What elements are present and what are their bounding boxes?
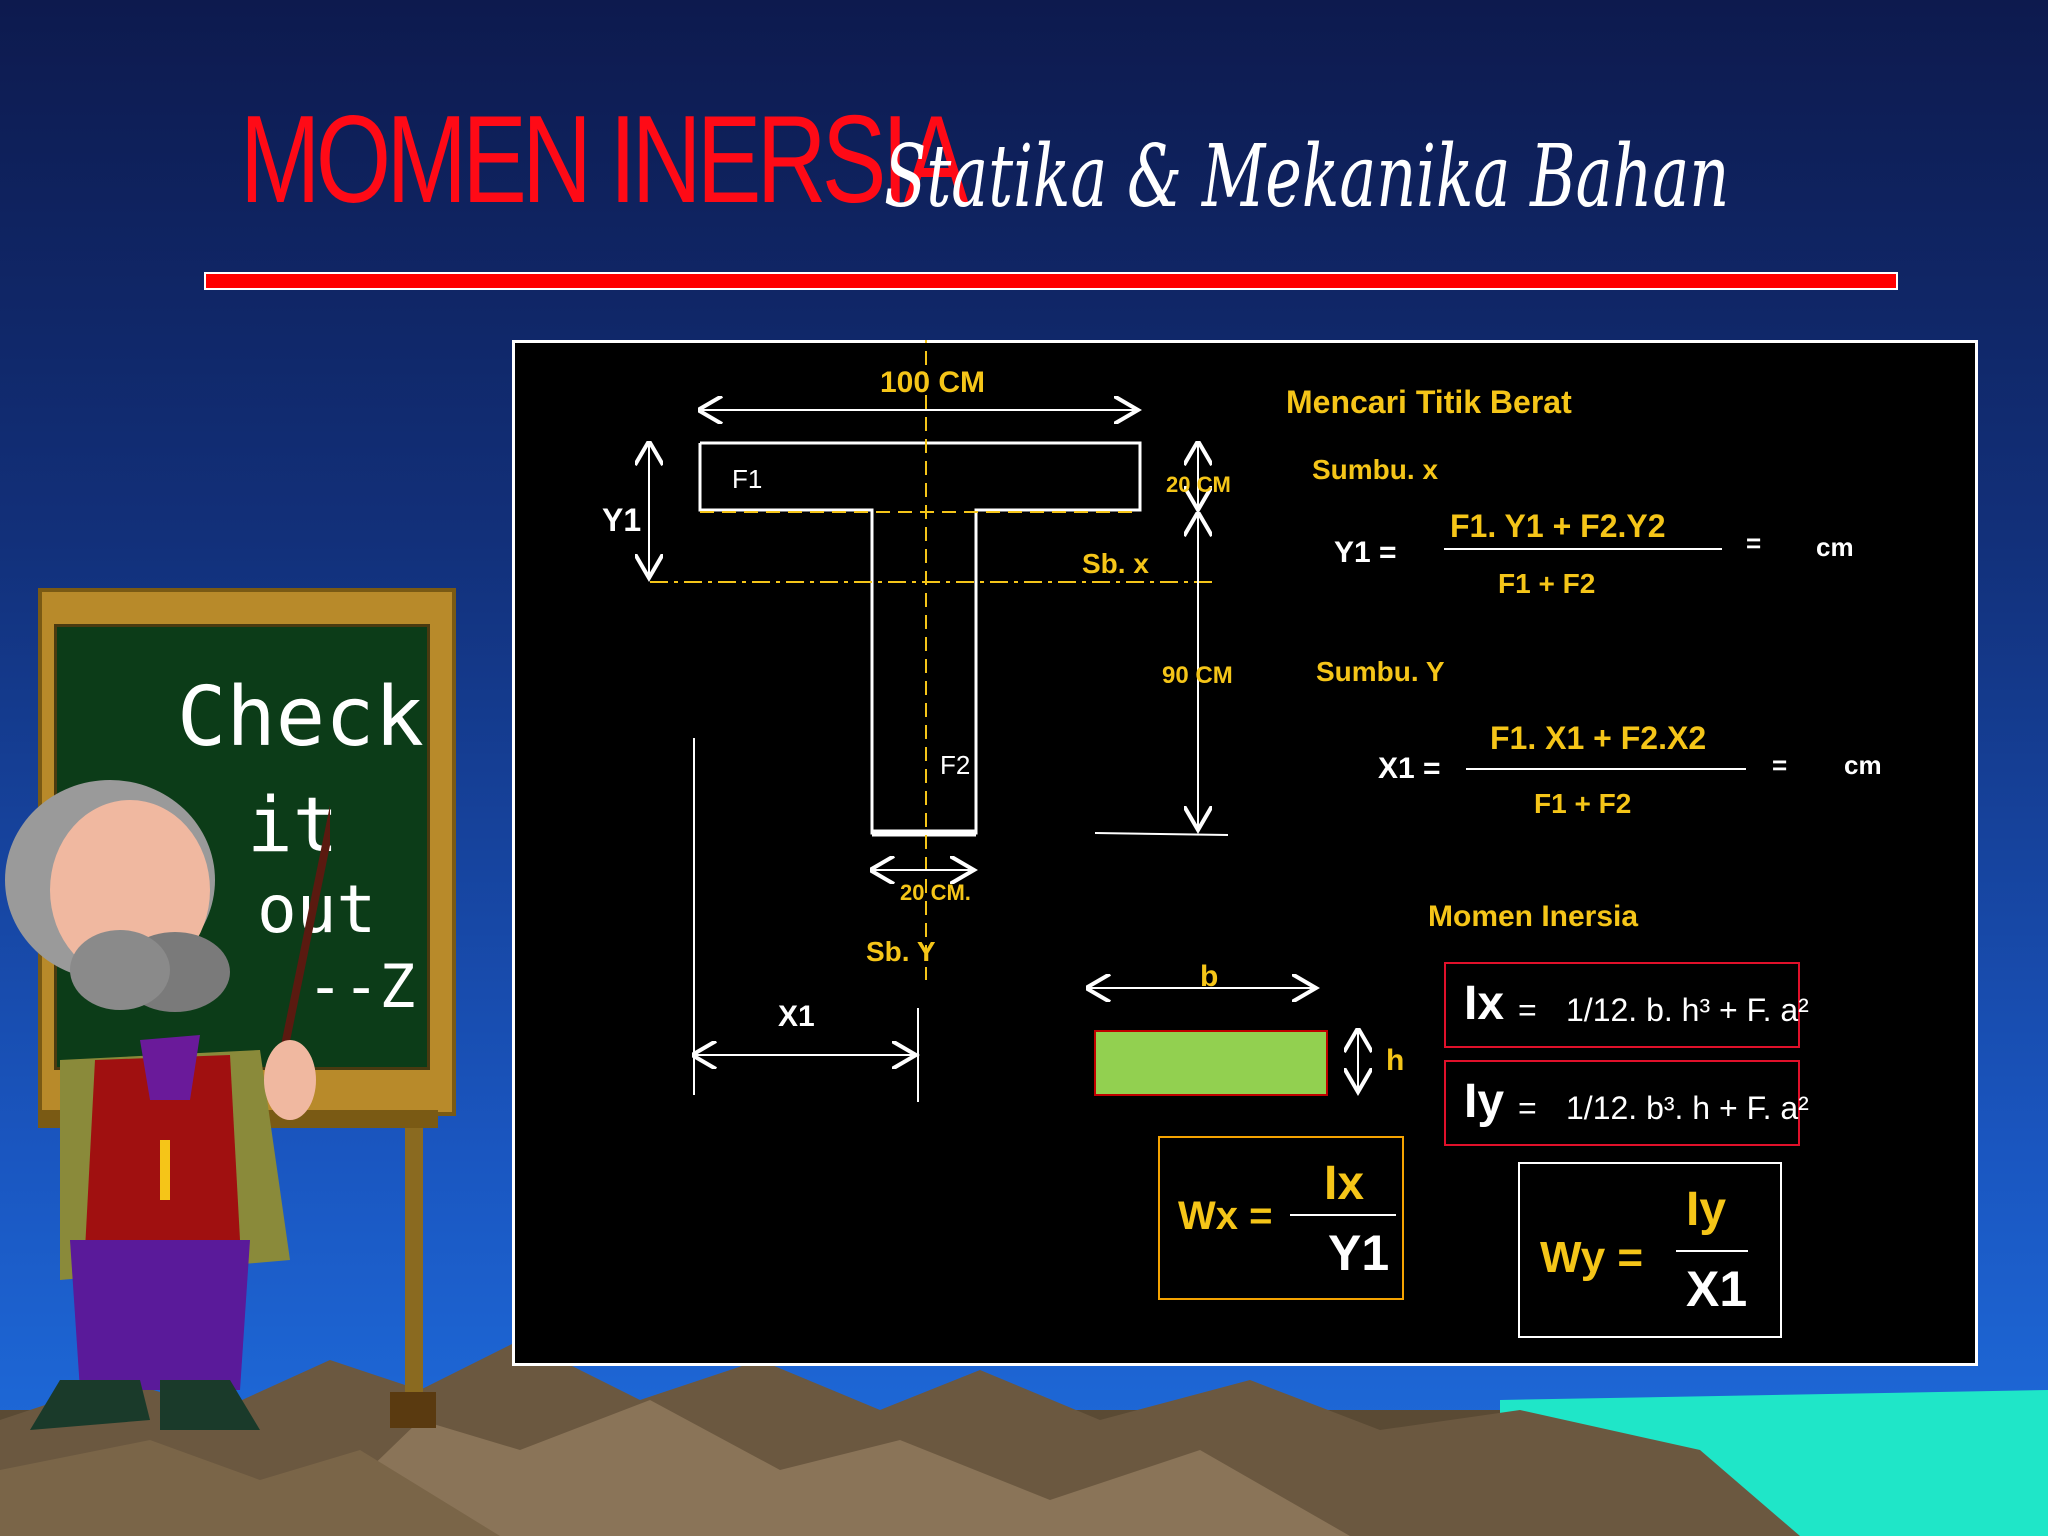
wx-fraction-bar <box>1290 1214 1396 1216</box>
f2-label: F2 <box>940 750 971 780</box>
wy-fraction-bar <box>1676 1250 1748 1252</box>
page-title: MOMEN INERSIA <box>240 91 968 229</box>
x1-unit: cm <box>1844 750 1882 780</box>
axis-y-label: Sumbu. Y <box>1316 656 1445 687</box>
wy-denominator: X1 <box>1686 1261 1748 1317</box>
f1-label: F1 <box>732 464 763 494</box>
t-section-diagram <box>512 340 1972 1102</box>
wy-formula-box <box>1518 1162 1782 1338</box>
wx-formula-box <box>1158 1136 1404 1300</box>
page-subtitle: Statika & Mekanika Bahan <box>884 127 1730 227</box>
chalkboard-leg <box>405 1128 423 1428</box>
professor-illustration <box>5 780 330 1430</box>
flange-thickness-label: 20 CM <box>1166 472 1231 497</box>
sbx-label: Sb. x <box>1082 548 1149 579</box>
x1-dimension-label: X1 <box>778 1000 815 1033</box>
b-label: b <box>1200 960 1219 993</box>
ix-formula-box <box>1444 962 1800 1048</box>
chalkboard-foot <box>390 1392 436 1428</box>
x1-equals: = <box>1772 750 1788 780</box>
width-top-label: 100 CM <box>880 366 986 399</box>
board-text-line-1: Check <box>177 670 424 765</box>
centroid-heading: Mencari Titik Berat <box>1286 384 1572 420</box>
iy-formula: 1/12. b³. h + F. a² <box>1566 1090 1809 1126</box>
ix-symbol: Ix <box>1464 977 1505 1030</box>
wy-lhs: Wy = <box>1540 1233 1644 1282</box>
y1-fraction-bar <box>1444 548 1722 550</box>
sby-label: Sb. Y <box>866 936 936 967</box>
rectangle-section <box>1094 1030 1328 1096</box>
wx-lhs: Wx = <box>1178 1194 1273 1238</box>
ix-equals: = <box>1518 992 1537 1028</box>
axis-x-label: Sumbu. x <box>1312 454 1439 485</box>
wx-denominator: Y1 <box>1328 1225 1390 1281</box>
iy-formula-box <box>1444 1060 1800 1146</box>
inertia-heading: Momen Inersia <box>1428 900 1639 933</box>
web-width-label: 20 CM. <box>900 880 971 905</box>
y1-denominator: F1 + F2 <box>1498 568 1596 599</box>
x1-fraction-bar <box>1466 768 1746 770</box>
y1-unit: cm <box>1816 532 1854 562</box>
h-label: h <box>1386 1044 1405 1077</box>
y1-lhs: Y1 = <box>1334 536 1397 569</box>
wx-numerator: Ix <box>1324 1157 1365 1210</box>
iy-symbol: Iy <box>1464 1075 1505 1128</box>
mountain-landscape <box>0 1340 2048 1536</box>
y1-dimension-label: Y1 <box>602 502 642 538</box>
y1-equals: = <box>1746 528 1762 558</box>
wy-numerator: Iy <box>1686 1183 1727 1236</box>
x1-lhs: X1 = <box>1378 752 1441 785</box>
title-underline-bar <box>204 272 1898 290</box>
ix-formula: 1/12. b. h³ + F. a² <box>1566 992 1809 1028</box>
iy-equals: = <box>1518 1090 1537 1126</box>
web-height-label: 90 CM <box>1162 662 1233 689</box>
x1-numerator: F1. X1 + F2.X2 <box>1490 720 1707 756</box>
x1-denominator: F1 + F2 <box>1534 788 1632 819</box>
board-text-line-4: --Z <box>307 952 416 1022</box>
y1-numerator: F1. Y1 + F2.Y2 <box>1450 508 1666 544</box>
